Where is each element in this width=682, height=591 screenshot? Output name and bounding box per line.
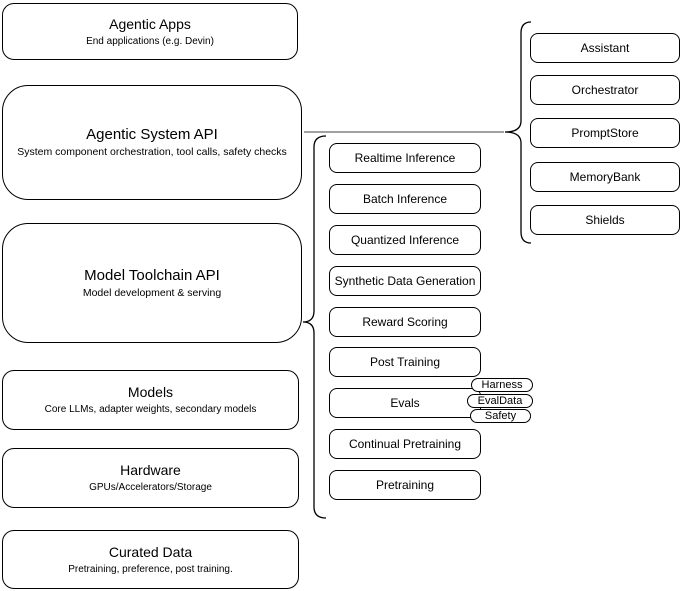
box-subtitle: Pretraining, preference, post training. xyxy=(68,563,233,575)
box-evals: Evals xyxy=(329,388,481,418)
box-label: MemoryBank xyxy=(569,170,641,184)
brace-system-components xyxy=(504,21,532,244)
box-realtime-inference: Realtime Inference xyxy=(329,143,481,173)
box-label: Synthetic Data Generation xyxy=(334,274,476,288)
box-pretraining: Pretraining xyxy=(329,470,481,500)
box-label: Quantized Inference xyxy=(350,233,460,247)
box-label: Reward Scoring xyxy=(362,315,448,329)
box-subtitle: Core LLMs, adapter weights, secondary mo… xyxy=(44,404,257,415)
box-label: Evals xyxy=(390,396,420,410)
tag-label: Safety xyxy=(484,410,517,422)
box-promptstore: PromptStore xyxy=(530,118,680,148)
box-memorybank: MemoryBank xyxy=(530,162,680,192)
box-title: Hardware xyxy=(120,462,181,478)
tag-evaldata: EvalData xyxy=(467,394,533,408)
tag-label: EvalData xyxy=(477,395,523,407)
box-continual-pretraining: Continual Pretraining xyxy=(329,429,481,459)
brace-toolchain xyxy=(302,135,327,519)
box-subtitle: System component orchestration, tool cal… xyxy=(17,146,287,158)
box-title: Model Toolchain API xyxy=(84,266,220,284)
box-title: Models xyxy=(127,384,174,400)
box-label: Post Training xyxy=(369,355,441,369)
box-label: Realtime Inference xyxy=(354,151,456,165)
box-synthetic-data-generation: Synthetic Data Generation xyxy=(329,266,481,296)
tag-safety: Safety xyxy=(470,409,531,423)
box-reward-scoring: Reward Scoring xyxy=(329,307,481,337)
box-agentic-system-api: Agentic System API System component orch… xyxy=(2,85,302,200)
box-label: Continual Pretraining xyxy=(348,437,462,451)
box-label: Shields xyxy=(585,213,625,227)
box-agentic-apps: Agentic Apps End applications (e.g. Devi… xyxy=(2,3,298,60)
box-models: Models Core LLMs, adapter weights, secon… xyxy=(2,370,299,430)
box-title: Curated Data xyxy=(108,543,193,560)
box-subtitle: GPUs/Accelerators/Storage xyxy=(89,482,212,493)
box-subtitle: Model development & serving xyxy=(82,286,222,299)
tag-label: Harness xyxy=(481,379,523,391)
box-title: Agentic System API xyxy=(86,126,218,143)
box-label: Batch Inference xyxy=(362,192,448,206)
box-model-toolchain-api: Model Toolchain API Model development & … xyxy=(2,223,302,343)
box-assistant: Assistant xyxy=(530,33,680,63)
box-curated-data: Curated Data Pretraining, preference, po… xyxy=(2,530,299,589)
box-shields: Shields xyxy=(530,205,680,235)
box-batch-inference: Batch Inference xyxy=(329,184,481,214)
box-post-training: Post Training xyxy=(329,347,481,377)
box-title: Agentic Apps xyxy=(109,15,191,32)
box-hardware: Hardware GPUs/Accelerators/Storage xyxy=(2,448,299,508)
box-label: Pretraining xyxy=(375,478,435,492)
box-subtitle: End applications (e.g. Devin) xyxy=(86,35,214,47)
box-quantized-inference: Quantized Inference xyxy=(329,225,481,255)
tag-harness: Harness xyxy=(471,378,533,392)
box-label: PromptStore xyxy=(571,126,639,140)
box-label: Assistant xyxy=(580,41,630,55)
box-label: Orchestrator xyxy=(571,83,639,97)
box-orchestrator: Orchestrator xyxy=(530,75,680,105)
